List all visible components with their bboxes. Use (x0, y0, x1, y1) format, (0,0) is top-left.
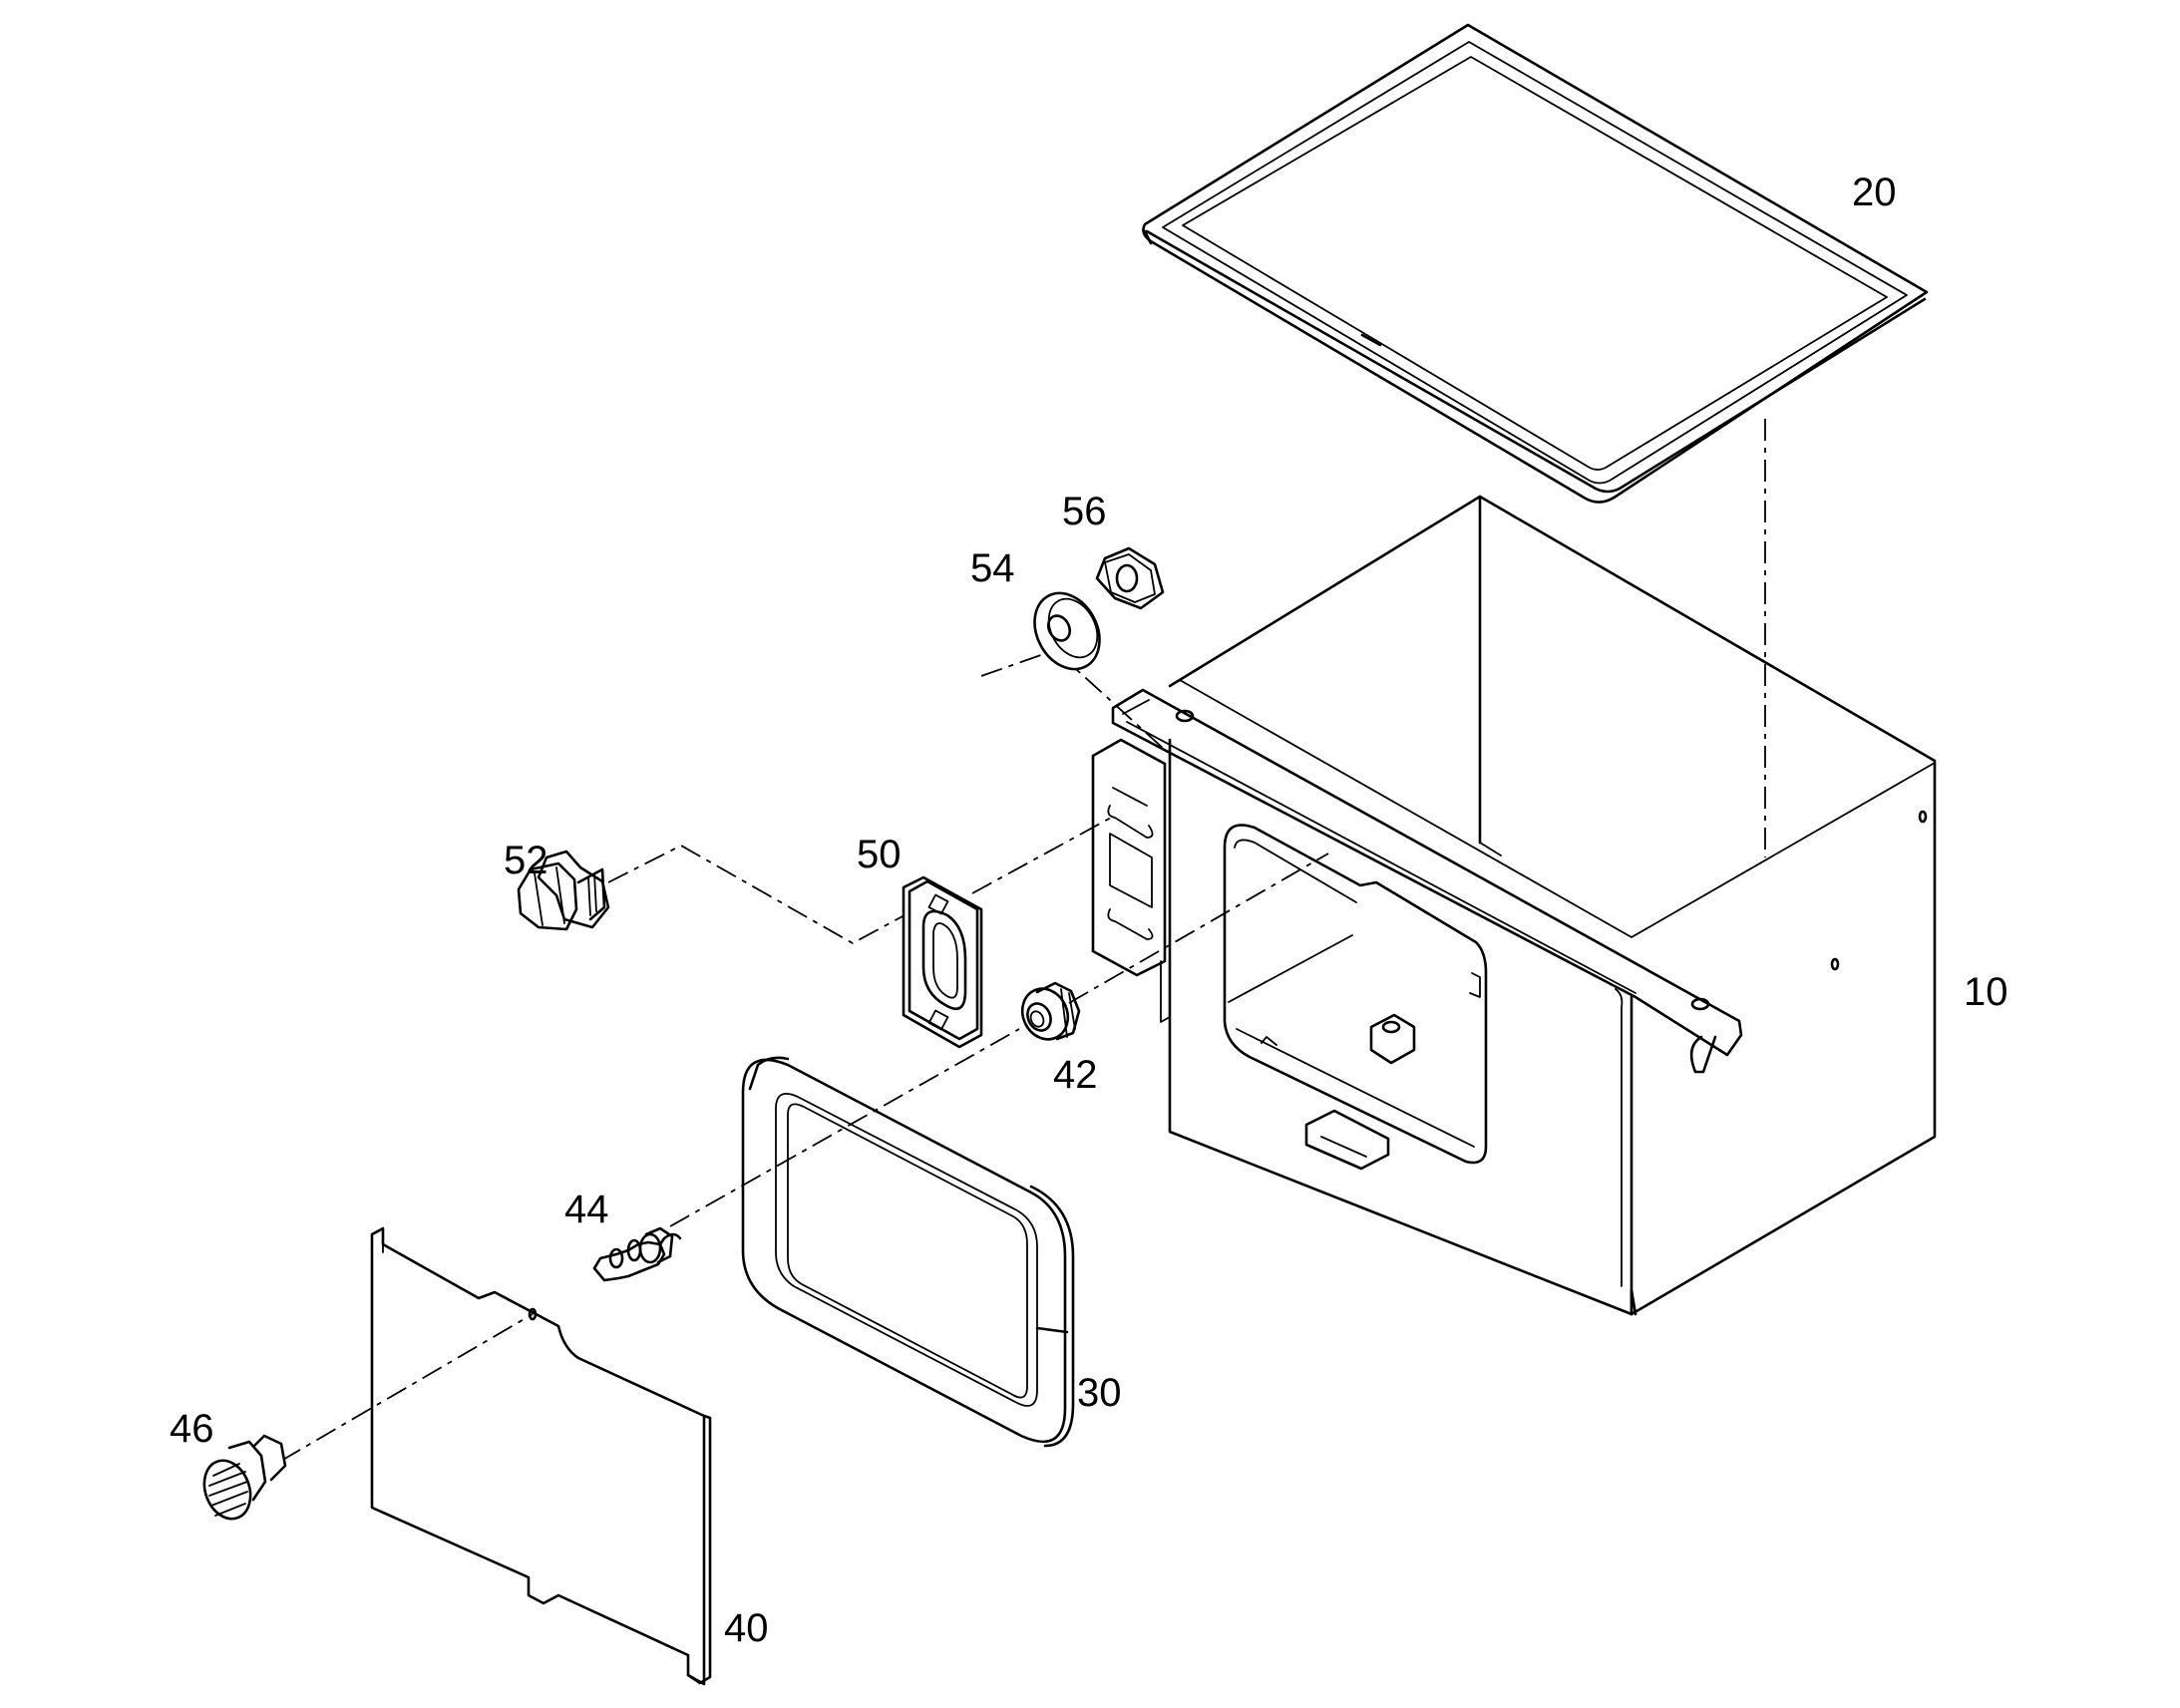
leader-line-fastener-44 (669, 1028, 1020, 1227)
part-56-hex-nut (1095, 546, 1165, 610)
part-10-main-box (1091, 495, 1937, 1316)
callout-44: 44 (564, 1188, 609, 1231)
leader-line-washer-54b (980, 649, 1056, 677)
callout-20: 20 (1852, 171, 1897, 214)
callout-30: 30 (1077, 1371, 1122, 1415)
part-50-rubber-bracket (902, 875, 983, 1049)
callout-46: 46 (170, 1407, 214, 1451)
part-30-front-gasket (741, 1056, 1075, 1448)
callout-54: 54 (970, 546, 1015, 590)
part-52-hex-bolt (517, 850, 610, 931)
part-44-fastener (592, 1226, 682, 1282)
callout-labels: 10 20 30 40 42 44 46 50 52 54 56 (170, 171, 2008, 1650)
leader-line-bolt-52 (607, 844, 916, 945)
part-40-cover-plate (370, 1226, 712, 1686)
part-46-thumb-knob (202, 1434, 287, 1521)
callout-52: 52 (504, 839, 548, 882)
callout-42: 42 (1053, 1053, 1098, 1097)
callout-56: 56 (1062, 490, 1107, 533)
callout-10: 10 (1964, 970, 2008, 1014)
leader-line-grommet-42 (1068, 853, 1329, 1004)
part-54-washer (1033, 591, 1101, 671)
leader-line-bracket-50 (971, 817, 1112, 894)
callout-50: 50 (857, 833, 902, 876)
part-42-grommet (1020, 981, 1081, 1041)
leader-lines (280, 419, 1766, 1462)
part-20-top-gasket (1142, 23, 1929, 504)
leader-line-knob-46 (280, 1313, 534, 1462)
callout-40: 40 (724, 1606, 769, 1650)
